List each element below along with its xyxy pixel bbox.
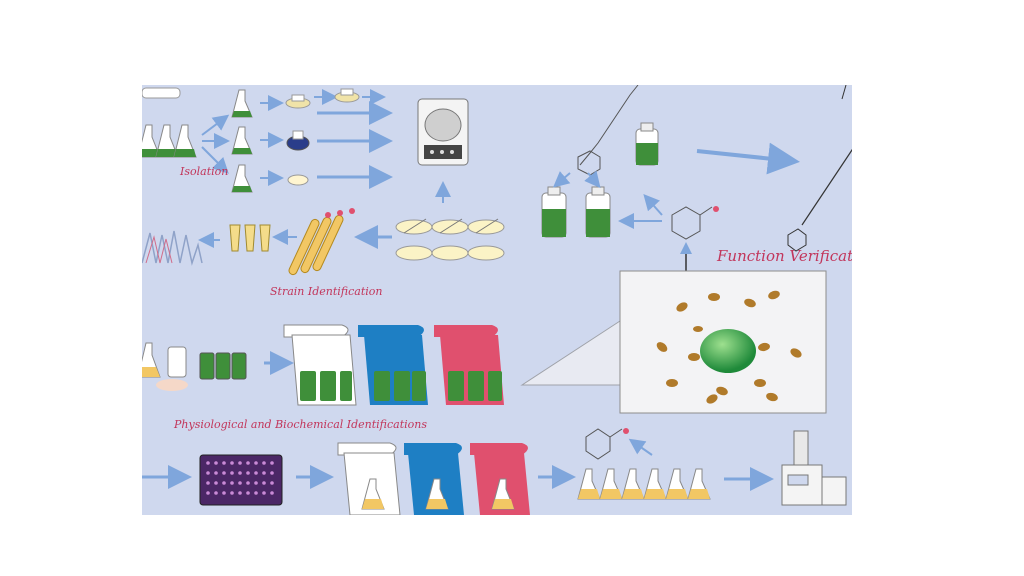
bacteria-cells [656, 290, 802, 404]
centrifuge [417, 98, 469, 166]
bottom-row [142, 428, 847, 515]
bottom-banner-blue [404, 443, 464, 515]
microalgae-cell [700, 329, 756, 373]
flask-column [231, 89, 253, 193]
label-strain-identification: Strain Identification [270, 285, 383, 298]
strain-identification-section [142, 208, 505, 276]
bottom-banner-red [470, 443, 530, 515]
label-function-verification: Function Verification [717, 247, 852, 265]
banner-red [434, 325, 504, 405]
bacteria-inset [520, 270, 827, 414]
banner-white [283, 324, 357, 406]
flask-group-left [142, 124, 197, 158]
petri-dishes [395, 218, 505, 261]
diagram-graphics [142, 85, 852, 515]
bottles-function [541, 122, 659, 238]
bottom-banner-white [337, 442, 401, 515]
analyzer-instrument [781, 430, 847, 506]
flask-row-bottom [577, 468, 711, 500]
pcr-tubes [229, 224, 271, 252]
workflow-diagram: Isolation Strain Identification Function… [142, 85, 852, 515]
physiological-section [142, 324, 504, 406]
banner-blue [358, 325, 428, 405]
label-physiological: Physiological and Biochemical Identifica… [174, 418, 428, 431]
test-tubes [288, 208, 355, 276]
small-bottles-row [199, 352, 247, 380]
isolation-section [142, 87, 469, 203]
label-isolation: Isolation [180, 165, 229, 178]
well-plate [199, 454, 283, 506]
function-verification-section [541, 85, 852, 271]
